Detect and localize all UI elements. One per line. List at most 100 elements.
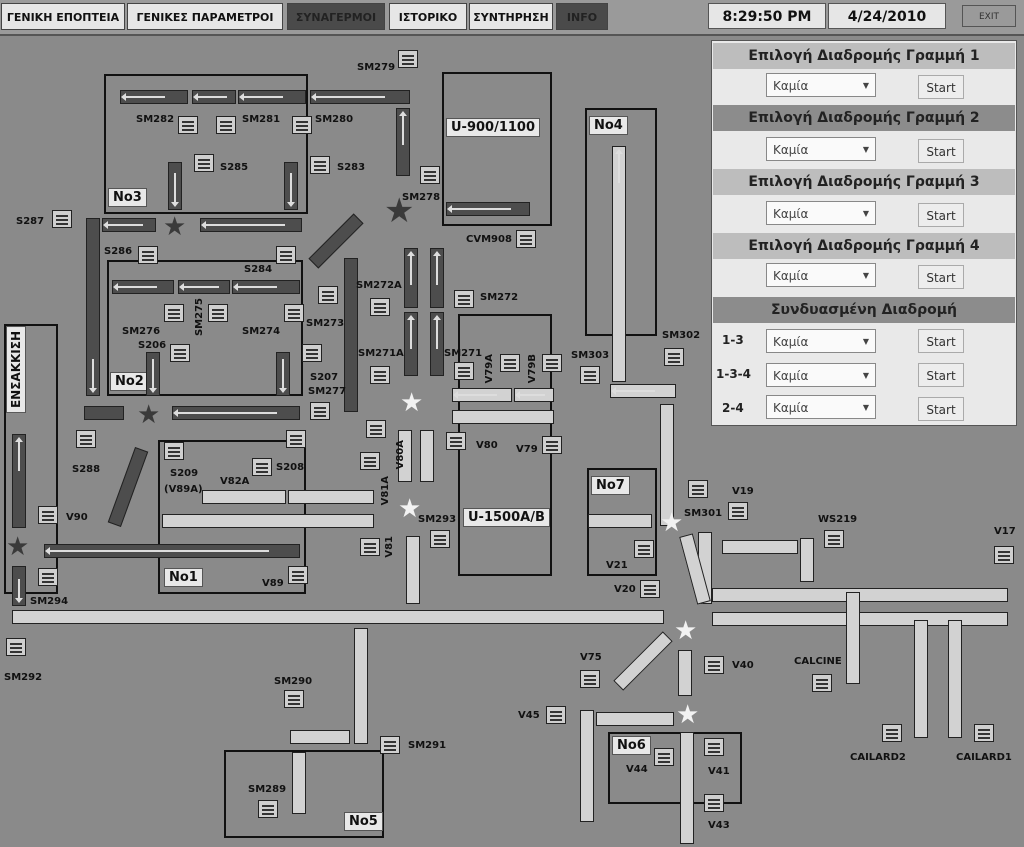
device-v21[interactable]	[634, 540, 654, 558]
conveyor[interactable]	[452, 410, 554, 424]
device-v75[interactable]	[580, 670, 600, 688]
device-cailard1[interactable]	[974, 724, 994, 742]
device-s209[interactable]	[164, 442, 184, 460]
conveyor[interactable]	[284, 162, 298, 210]
device-sm302[interactable]	[664, 348, 684, 366]
conveyor[interactable]	[610, 384, 676, 398]
device-v44[interactable]	[654, 748, 674, 766]
conveyor-main[interactable]	[12, 610, 664, 624]
conveyor[interactable]	[446, 202, 530, 216]
area-no2[interactable]	[107, 260, 303, 396]
route-line2-start-button[interactable]: Start	[918, 139, 964, 163]
conveyor[interactable]	[146, 352, 160, 396]
conveyor[interactable]	[172, 406, 300, 420]
tab-alarms[interactable]: ΣΥΝΑΓΕΡΜΟΙ	[287, 3, 385, 30]
device-v79b[interactable]	[542, 354, 562, 372]
device-s288[interactable]	[76, 430, 96, 448]
conveyor[interactable]	[660, 404, 674, 526]
tab-history[interactable]: ΙΣΤΟΡΙΚΟ	[389, 3, 467, 30]
device-v41[interactable]	[704, 794, 724, 812]
area-no3[interactable]	[104, 74, 308, 214]
conveyor[interactable]	[612, 146, 626, 382]
conveyor[interactable]	[292, 752, 306, 814]
combined-route-2-4-start-button[interactable]: Start	[918, 397, 964, 421]
conveyor[interactable]	[678, 650, 692, 696]
device-sm301[interactable]	[688, 480, 708, 498]
conveyor[interactable]	[404, 248, 418, 308]
conveyor[interactable]	[580, 710, 594, 822]
conveyor[interactable]	[120, 90, 188, 104]
conveyor[interactable]	[596, 712, 674, 726]
device-v45[interactable]	[546, 706, 566, 724]
route-line3-start-button[interactable]: Start	[918, 203, 964, 227]
device-v89[interactable]	[288, 566, 308, 584]
route-line1-start-button[interactable]: Start	[918, 75, 964, 99]
conveyor[interactable]	[588, 514, 652, 528]
conveyor[interactable]	[178, 280, 230, 294]
device-v40[interactable]	[704, 656, 724, 674]
device-v80[interactable]	[446, 432, 466, 450]
conveyor[interactable]	[354, 628, 368, 744]
device-sm280[interactable]	[292, 116, 312, 134]
conveyor[interactable]	[404, 312, 418, 376]
conveyor[interactable]	[238, 90, 306, 104]
conveyor[interactable]	[722, 540, 798, 554]
device-v20[interactable]	[640, 580, 660, 598]
route-line4-select[interactable]: Καμία▼	[766, 263, 876, 287]
device-s285[interactable]	[194, 154, 214, 172]
conveyor[interactable]	[310, 90, 410, 104]
device-sm274[interactable]	[284, 304, 304, 322]
conveyor[interactable]	[288, 490, 374, 504]
combined-route-1-3-4-start-button[interactable]: Start	[918, 363, 964, 387]
device-v79[interactable]	[542, 436, 562, 454]
device-sm278[interactable]	[420, 166, 440, 184]
device-s283[interactable]	[310, 156, 330, 174]
route-line2-select[interactable]: Καμία▼	[766, 137, 876, 161]
device-sm294[interactable]	[38, 568, 58, 586]
device-sm291[interactable]	[380, 736, 400, 754]
device-cailard2[interactable]	[882, 724, 902, 742]
device-v81[interactable]	[360, 538, 380, 556]
device-sm276[interactable]	[164, 304, 184, 322]
device-s208[interactable]	[286, 430, 306, 448]
conveyor[interactable]	[232, 280, 300, 294]
combined-route-1-3-4-select[interactable]: Καμία▼	[766, 363, 876, 387]
conveyor[interactable]	[914, 620, 928, 738]
device-sm282[interactable]	[178, 116, 198, 134]
device-sm279[interactable]	[398, 50, 418, 68]
device-sm303[interactable]	[580, 366, 600, 384]
device-sm290[interactable]	[284, 690, 304, 708]
conveyor[interactable]	[712, 612, 1008, 626]
device-v90[interactable]	[38, 506, 58, 524]
conveyor[interactable]	[406, 536, 420, 604]
device-sm275[interactable]	[208, 304, 228, 322]
device-sm292[interactable]	[6, 638, 26, 656]
conveyor[interactable]	[800, 538, 814, 582]
tab-general-parameters[interactable]: ΓΕΝΙΚΕΣ ΠΑΡΑΜΕΤΡΟΙ	[127, 3, 283, 30]
device-sm272[interactable]	[454, 290, 474, 308]
area-ensakkisi[interactable]	[4, 324, 58, 594]
device-sm273[interactable]	[318, 286, 338, 304]
device-sm293[interactable]	[430, 530, 450, 548]
conveyor[interactable]	[86, 218, 100, 396]
exit-button[interactable]: EXIT	[962, 5, 1016, 27]
tab-maintenance[interactable]: ΣΥΝΤΗΡΗΣΗ	[469, 3, 553, 30]
device-calcine[interactable]	[812, 674, 832, 692]
conveyor[interactable]	[430, 248, 444, 308]
conveyor[interactable]	[107, 447, 149, 527]
device-v82a[interactable]	[252, 458, 272, 476]
route-line3-select[interactable]: Καμία▼	[766, 201, 876, 225]
area-u900[interactable]	[442, 72, 552, 226]
device-s207[interactable]	[302, 344, 322, 362]
conveyor[interactable]	[290, 730, 350, 744]
combined-route-1-3-select[interactable]: Καμία▼	[766, 329, 876, 353]
conveyor[interactable]	[202, 490, 286, 504]
route-line1-select[interactable]: Καμία▼	[766, 73, 876, 97]
device-s206[interactable]	[170, 344, 190, 362]
conveyor[interactable]	[84, 406, 124, 420]
conveyor[interactable]	[344, 258, 358, 412]
device-v17[interactable]	[994, 546, 1014, 564]
device-v19[interactable]	[728, 502, 748, 520]
device-sm277[interactable]	[310, 402, 330, 420]
device-v41-top[interactable]	[704, 738, 724, 756]
